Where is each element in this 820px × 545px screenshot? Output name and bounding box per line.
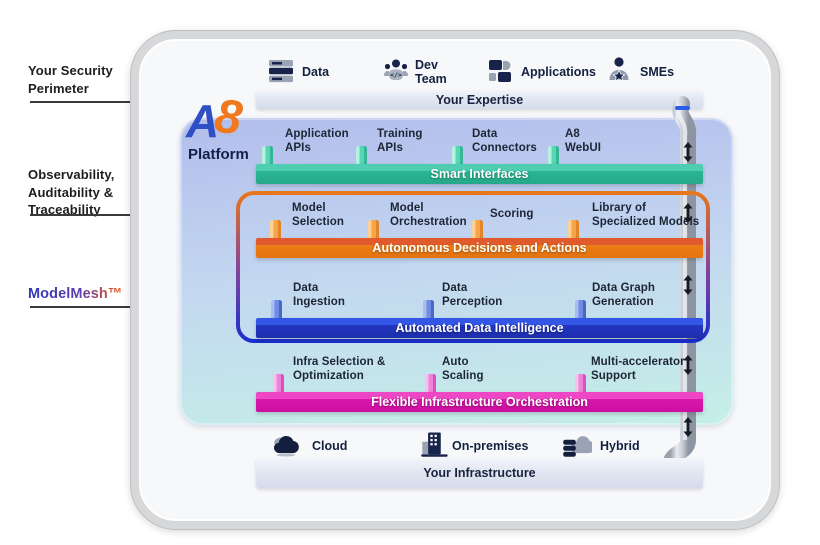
cloud-icon: [273, 435, 299, 457]
smes-icon: [609, 57, 629, 82]
item-infra-selection-optimization: Infra Selection & Optimization: [293, 356, 386, 382]
actor-dev-team-label: Dev Team: [415, 58, 447, 86]
item-model-orchestration: Model Orchestration: [390, 202, 467, 228]
peg: [472, 220, 483, 240]
item-auto-scaling: Auto Scaling: [442, 356, 484, 382]
data-icon: [269, 60, 293, 83]
item-data-perception: Data Perception: [442, 282, 503, 308]
your-infrastructure-bar: Your Infrastructure: [256, 458, 703, 488]
peg: [270, 220, 281, 240]
peg: [568, 220, 579, 240]
modelmesh-label: ModelMesh™: [28, 285, 122, 304]
actor-smes-label: SMEs: [640, 65, 675, 79]
platform-wordmark: Platform: [188, 146, 249, 163]
peg: [368, 220, 379, 240]
modelmesh-text: ModelMesh™: [28, 286, 123, 302]
item-scoring: Scoring: [490, 208, 534, 220]
peg: [423, 300, 434, 320]
automated-data-intelligence-bar: Automated Data Intelligence: [256, 318, 703, 338]
a8-logo-a: A: [186, 95, 219, 147]
security-perimeter-label: Your Security Perimeter: [28, 63, 113, 96]
applications-icon: [489, 60, 511, 82]
item-training-apis: Training APIs: [377, 128, 423, 154]
dev-team-icon: </>: [384, 59, 408, 80]
peg: [262, 146, 273, 166]
observability-label: Observability, Auditability & Traceabili…: [28, 167, 115, 217]
hybrid-icon: [563, 436, 592, 457]
svg-text:</>: </>: [390, 71, 402, 79]
smart-interfaces-bar: Smart Interfaces: [256, 164, 703, 184]
your-expertise-bar: Your Expertise: [256, 90, 703, 109]
infra-hybrid-label: Hybrid: [600, 439, 640, 453]
actor-applications-label: Applications: [521, 65, 597, 79]
peg: [425, 374, 436, 394]
observability-line: [30, 214, 186, 216]
infra-cloud-label: Cloud: [312, 439, 348, 453]
peg: [452, 146, 463, 166]
security-perimeter-line: [30, 101, 141, 103]
peg: [273, 374, 284, 394]
peg: [356, 146, 367, 166]
item-data-graph-generation: Data Graph Generation: [592, 282, 655, 308]
item-application-apis: Application APIs: [285, 128, 349, 154]
item-library-specialized-models: Library of Specialized Models: [592, 202, 700, 228]
peg: [575, 300, 586, 320]
actor-data-label: Data: [302, 65, 330, 79]
peg: [271, 300, 282, 320]
item-multi-accelerator-support: Multi-accelerator Support: [591, 356, 685, 382]
item-data-ingestion: Data Ingestion: [293, 282, 346, 308]
item-model-selection: Model Selection: [292, 202, 345, 228]
peg: [548, 146, 559, 166]
item-data-connectors: Data Connectors: [472, 128, 537, 154]
autonomous-decisions-bar: Autonomous Decisions and Actions: [256, 238, 703, 258]
flexible-infrastructure-bar: Flexible Infrastructure Orchestration: [256, 392, 703, 412]
on-premises-icon: [421, 432, 448, 457]
infra-on-premises-label: On-premises: [452, 439, 529, 453]
peg: [575, 374, 586, 394]
item-a8-webui: A8 WebUI: [565, 128, 602, 154]
